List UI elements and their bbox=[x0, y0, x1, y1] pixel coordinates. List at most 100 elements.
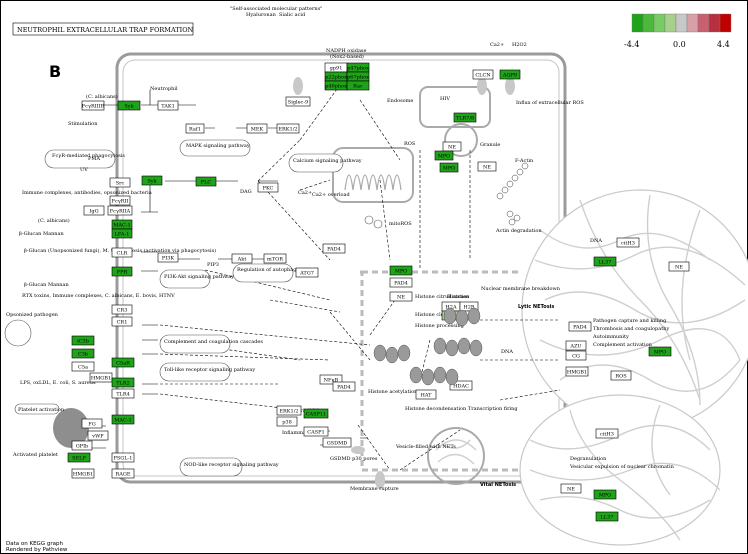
gene-fcgr2[interactable]: FcγRII bbox=[109, 195, 131, 206]
gene-box[interactable] bbox=[389, 277, 413, 288]
gene-box[interactable] bbox=[71, 335, 95, 346]
gene-mpo5[interactable]: MPO bbox=[593, 489, 617, 500]
gene-ne1[interactable]: NE bbox=[442, 141, 462, 152]
gene-p22[interactable]: p22phox bbox=[324, 71, 348, 82]
gene-mpo1[interactable]: MPO bbox=[434, 150, 454, 161]
gene-akt[interactable]: Akt bbox=[231, 253, 253, 264]
gene-hmgb1b[interactable]: HMGB1 bbox=[71, 468, 95, 479]
gene-box[interactable] bbox=[117, 100, 141, 111]
gene-box[interactable] bbox=[565, 366, 589, 377]
gene-rac[interactable]: Rac bbox=[346, 80, 370, 91]
gene-box[interactable] bbox=[111, 304, 133, 315]
gene-box[interactable] bbox=[276, 405, 302, 416]
gene-ne2[interactable]: NE bbox=[477, 161, 497, 172]
gene-box[interactable] bbox=[295, 267, 319, 278]
gene-box[interactable] bbox=[111, 468, 135, 479]
gene-fcgr3b[interactable]: FcγRIIIB bbox=[82, 100, 105, 111]
gene-cr1[interactable]: CR1 bbox=[111, 316, 133, 327]
gene-cr3[interactable]: CR3 bbox=[111, 304, 133, 315]
gene-box[interactable] bbox=[71, 361, 95, 372]
fcgr-phago-pill[interactable] bbox=[44, 149, 116, 169]
gene-box[interactable] bbox=[346, 80, 370, 91]
gene-pi3k[interactable]: PI3K bbox=[157, 252, 179, 263]
gene-box[interactable] bbox=[499, 69, 521, 80]
gene-box[interactable] bbox=[111, 377, 135, 388]
gene-fg[interactable]: FG bbox=[81, 418, 103, 429]
gene-box[interactable] bbox=[111, 452, 135, 463]
gene-mac1a[interactable]: MAC-1 bbox=[111, 219, 133, 230]
gene-mek[interactable]: MEK bbox=[246, 123, 268, 134]
gene-box[interactable] bbox=[285, 96, 311, 107]
gene-mpo2[interactable]: MPO bbox=[439, 162, 459, 173]
complement-pill[interactable] bbox=[159, 334, 231, 354]
gene-box[interactable] bbox=[449, 380, 473, 391]
gene-box[interactable] bbox=[303, 426, 329, 437]
gene-box[interactable] bbox=[616, 237, 640, 248]
gene-box[interactable] bbox=[568, 321, 592, 332]
gene-cg[interactable]: CG bbox=[565, 350, 587, 361]
gene-box[interactable] bbox=[231, 253, 253, 264]
gene-igg[interactable]: IgG bbox=[83, 205, 105, 216]
gene-box[interactable] bbox=[439, 162, 459, 173]
calcium-pill[interactable] bbox=[288, 153, 344, 173]
gene-c5a[interactable]: C5a bbox=[71, 361, 95, 372]
gene-box[interactable] bbox=[477, 161, 497, 172]
gene-ros2[interactable]: ROS bbox=[610, 370, 632, 381]
gene-siglec9[interactable]: Siglec-9 bbox=[285, 96, 311, 107]
gene-box[interactable] bbox=[263, 253, 287, 264]
gene-fpr[interactable]: FPR bbox=[111, 266, 133, 277]
gene-box[interactable] bbox=[185, 123, 205, 134]
gene-box[interactable] bbox=[111, 414, 135, 425]
gene-syk2[interactable]: Syk bbox=[141, 175, 163, 186]
gene-box[interactable] bbox=[668, 261, 690, 272]
gene-ll37a[interactable]: LL37 bbox=[593, 256, 617, 267]
gene-box[interactable] bbox=[276, 123, 300, 134]
gene-box[interactable] bbox=[303, 408, 329, 419]
gene-box[interactable] bbox=[453, 112, 477, 123]
gene-mpo4[interactable]: MPO bbox=[648, 346, 672, 357]
gene-gsdmd[interactable]: GSDMD bbox=[322, 437, 352, 448]
gene-box[interactable] bbox=[560, 483, 582, 494]
gene-lfa1[interactable]: LFA-1 bbox=[111, 228, 133, 239]
gene-tak1[interactable]: TAK1 bbox=[157, 100, 179, 111]
gene-hat[interactable]: HAT bbox=[415, 389, 437, 400]
gene-selp[interactable]: SELP bbox=[67, 452, 91, 463]
gene-box[interactable] bbox=[111, 388, 135, 399]
autophagy-pill[interactable] bbox=[232, 263, 294, 283]
gene-hdac[interactable]: HDAC bbox=[449, 380, 473, 391]
gene-box[interactable] bbox=[322, 437, 352, 448]
gene-box[interactable] bbox=[648, 346, 672, 357]
gene-pad4c[interactable]: PAD4 bbox=[332, 381, 356, 392]
gene-c3b[interactable]: iC3b bbox=[71, 335, 95, 346]
gene-erk2[interactable]: ERK1/2 bbox=[276, 405, 302, 416]
gene-citrh3b[interactable]: citH3 bbox=[595, 428, 619, 439]
gene-tlr2[interactable]: TLR2 bbox=[111, 377, 135, 388]
gene-box[interactable] bbox=[157, 252, 179, 263]
gene-ne3[interactable]: NE bbox=[389, 291, 413, 302]
gene-box[interactable] bbox=[87, 430, 109, 441]
gene-p40[interactable]: p40phox bbox=[324, 80, 348, 91]
gene-pkc[interactable]: PKC bbox=[257, 182, 279, 193]
gene-box[interactable] bbox=[89, 372, 113, 383]
gene-box[interactable] bbox=[593, 489, 617, 500]
gene-box[interactable] bbox=[141, 175, 163, 186]
gene-box[interactable] bbox=[109, 195, 131, 206]
gene-rage[interactable]: RAGE bbox=[111, 468, 135, 479]
gene-box[interactable] bbox=[111, 247, 133, 258]
gene-box[interactable] bbox=[107, 205, 133, 216]
gene-aqp9[interactable]: AQP9 bbox=[499, 69, 521, 80]
gene-box[interactable] bbox=[71, 348, 95, 359]
gene-box[interactable] bbox=[83, 205, 105, 216]
gene-box[interactable] bbox=[389, 291, 413, 302]
gene-pad4d[interactable]: PAD4 bbox=[568, 321, 592, 332]
mapk-pill[interactable] bbox=[179, 139, 251, 157]
gene-box[interactable] bbox=[157, 100, 179, 111]
gene-box[interactable] bbox=[81, 418, 103, 429]
gene-casp11[interactable]: CASP11 bbox=[303, 408, 329, 419]
gene-pad4b[interactable]: PAD4 bbox=[389, 277, 413, 288]
gene-clcn[interactable]: CLCN bbox=[472, 69, 494, 80]
gene-tlr4[interactable]: TLR4 bbox=[111, 388, 135, 399]
gene-box[interactable] bbox=[610, 370, 632, 381]
gene-atg7[interactable]: ATG7 bbox=[295, 267, 319, 278]
gene-box[interactable] bbox=[246, 123, 268, 134]
